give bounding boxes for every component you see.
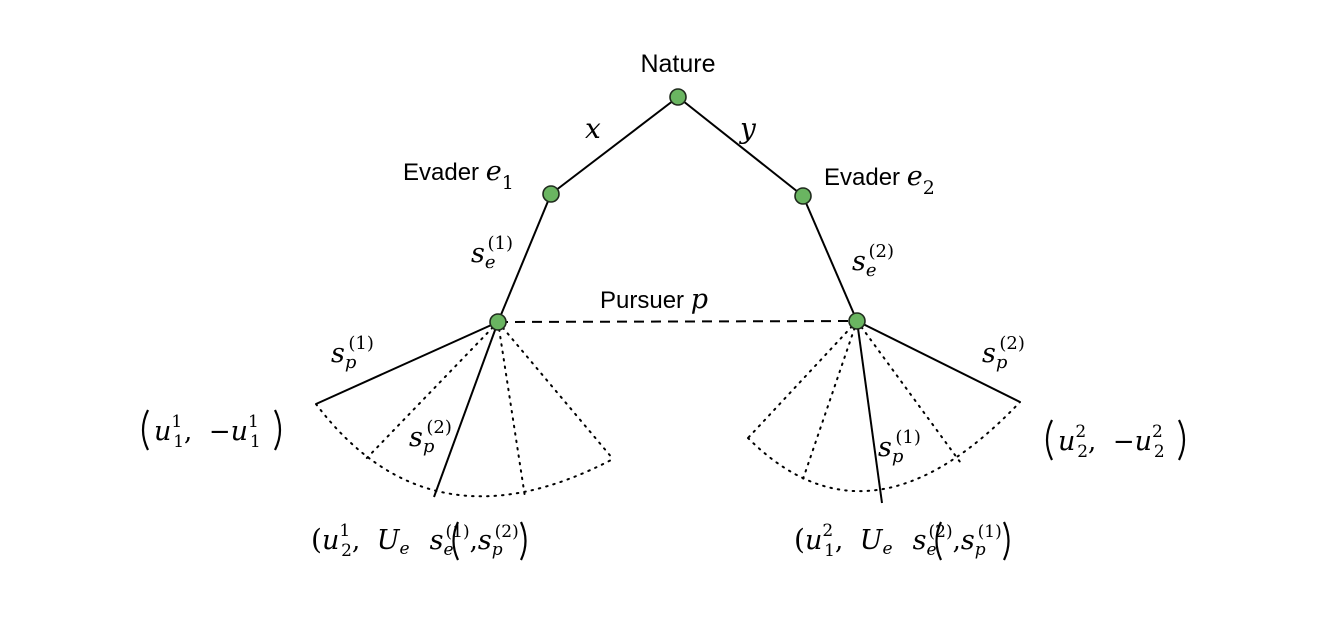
edge-evader1-pursuer [497, 193, 552, 323]
edge-label-left-sp2: sp(2) [409, 417, 452, 457]
close-paren [520, 521, 527, 561]
dotted-arc-left [315, 403, 614, 498]
edge-right-pursuer-sp1 [856, 320, 883, 504]
dotted-branch [364, 321, 499, 461]
dotted-branch [856, 320, 964, 467]
edge-label-left-sp1: sp(1) [331, 333, 374, 373]
pursuer-label: Pursuer p [600, 284, 708, 315]
edge-label-se2: se(2) [852, 241, 894, 281]
close-paren [1178, 419, 1186, 461]
edge-right-pursuer-sp2 [856, 320, 1021, 403]
close-paren [274, 409, 282, 451]
open-paren [452, 521, 459, 561]
edge-label-x: x [585, 112, 601, 145]
edge-label-right-sp1: sp(1) [878, 427, 921, 467]
dotted-branch [801, 320, 858, 483]
open-paren [141, 409, 149, 451]
open-paren [1045, 419, 1053, 461]
node-pursuer-right [848, 312, 866, 330]
edge-nature-evader2 [677, 96, 804, 197]
node-pursuer-left [489, 313, 507, 331]
evader2-label: Evader e2 [824, 161, 935, 199]
close-paren [1003, 521, 1010, 561]
edge-evader2-pursuer [802, 195, 858, 322]
information-set-dashed-line [497, 320, 858, 323]
nature-label: Nature [640, 50, 715, 78]
open-paren [935, 521, 942, 561]
dotted-branch [497, 321, 526, 498]
edge-label-right-sp2: sp(2) [982, 333, 1025, 373]
edge-nature-evader1 [550, 96, 679, 195]
edge-label-y: y [738, 112, 757, 145]
dotted-branch [497, 321, 614, 460]
edge-left-pursuer-sp2 [433, 321, 499, 498]
node-nature [669, 88, 687, 106]
dotted-arc-right [747, 401, 1021, 493]
edge-left-pursuer-sp1 [315, 321, 499, 405]
edge-label-se1: se(1) [471, 233, 513, 273]
dotted-branch [747, 320, 858, 439]
node-evader2 [794, 187, 812, 205]
node-evader1 [542, 185, 560, 203]
evader1-label: Evader e1 [403, 156, 514, 194]
